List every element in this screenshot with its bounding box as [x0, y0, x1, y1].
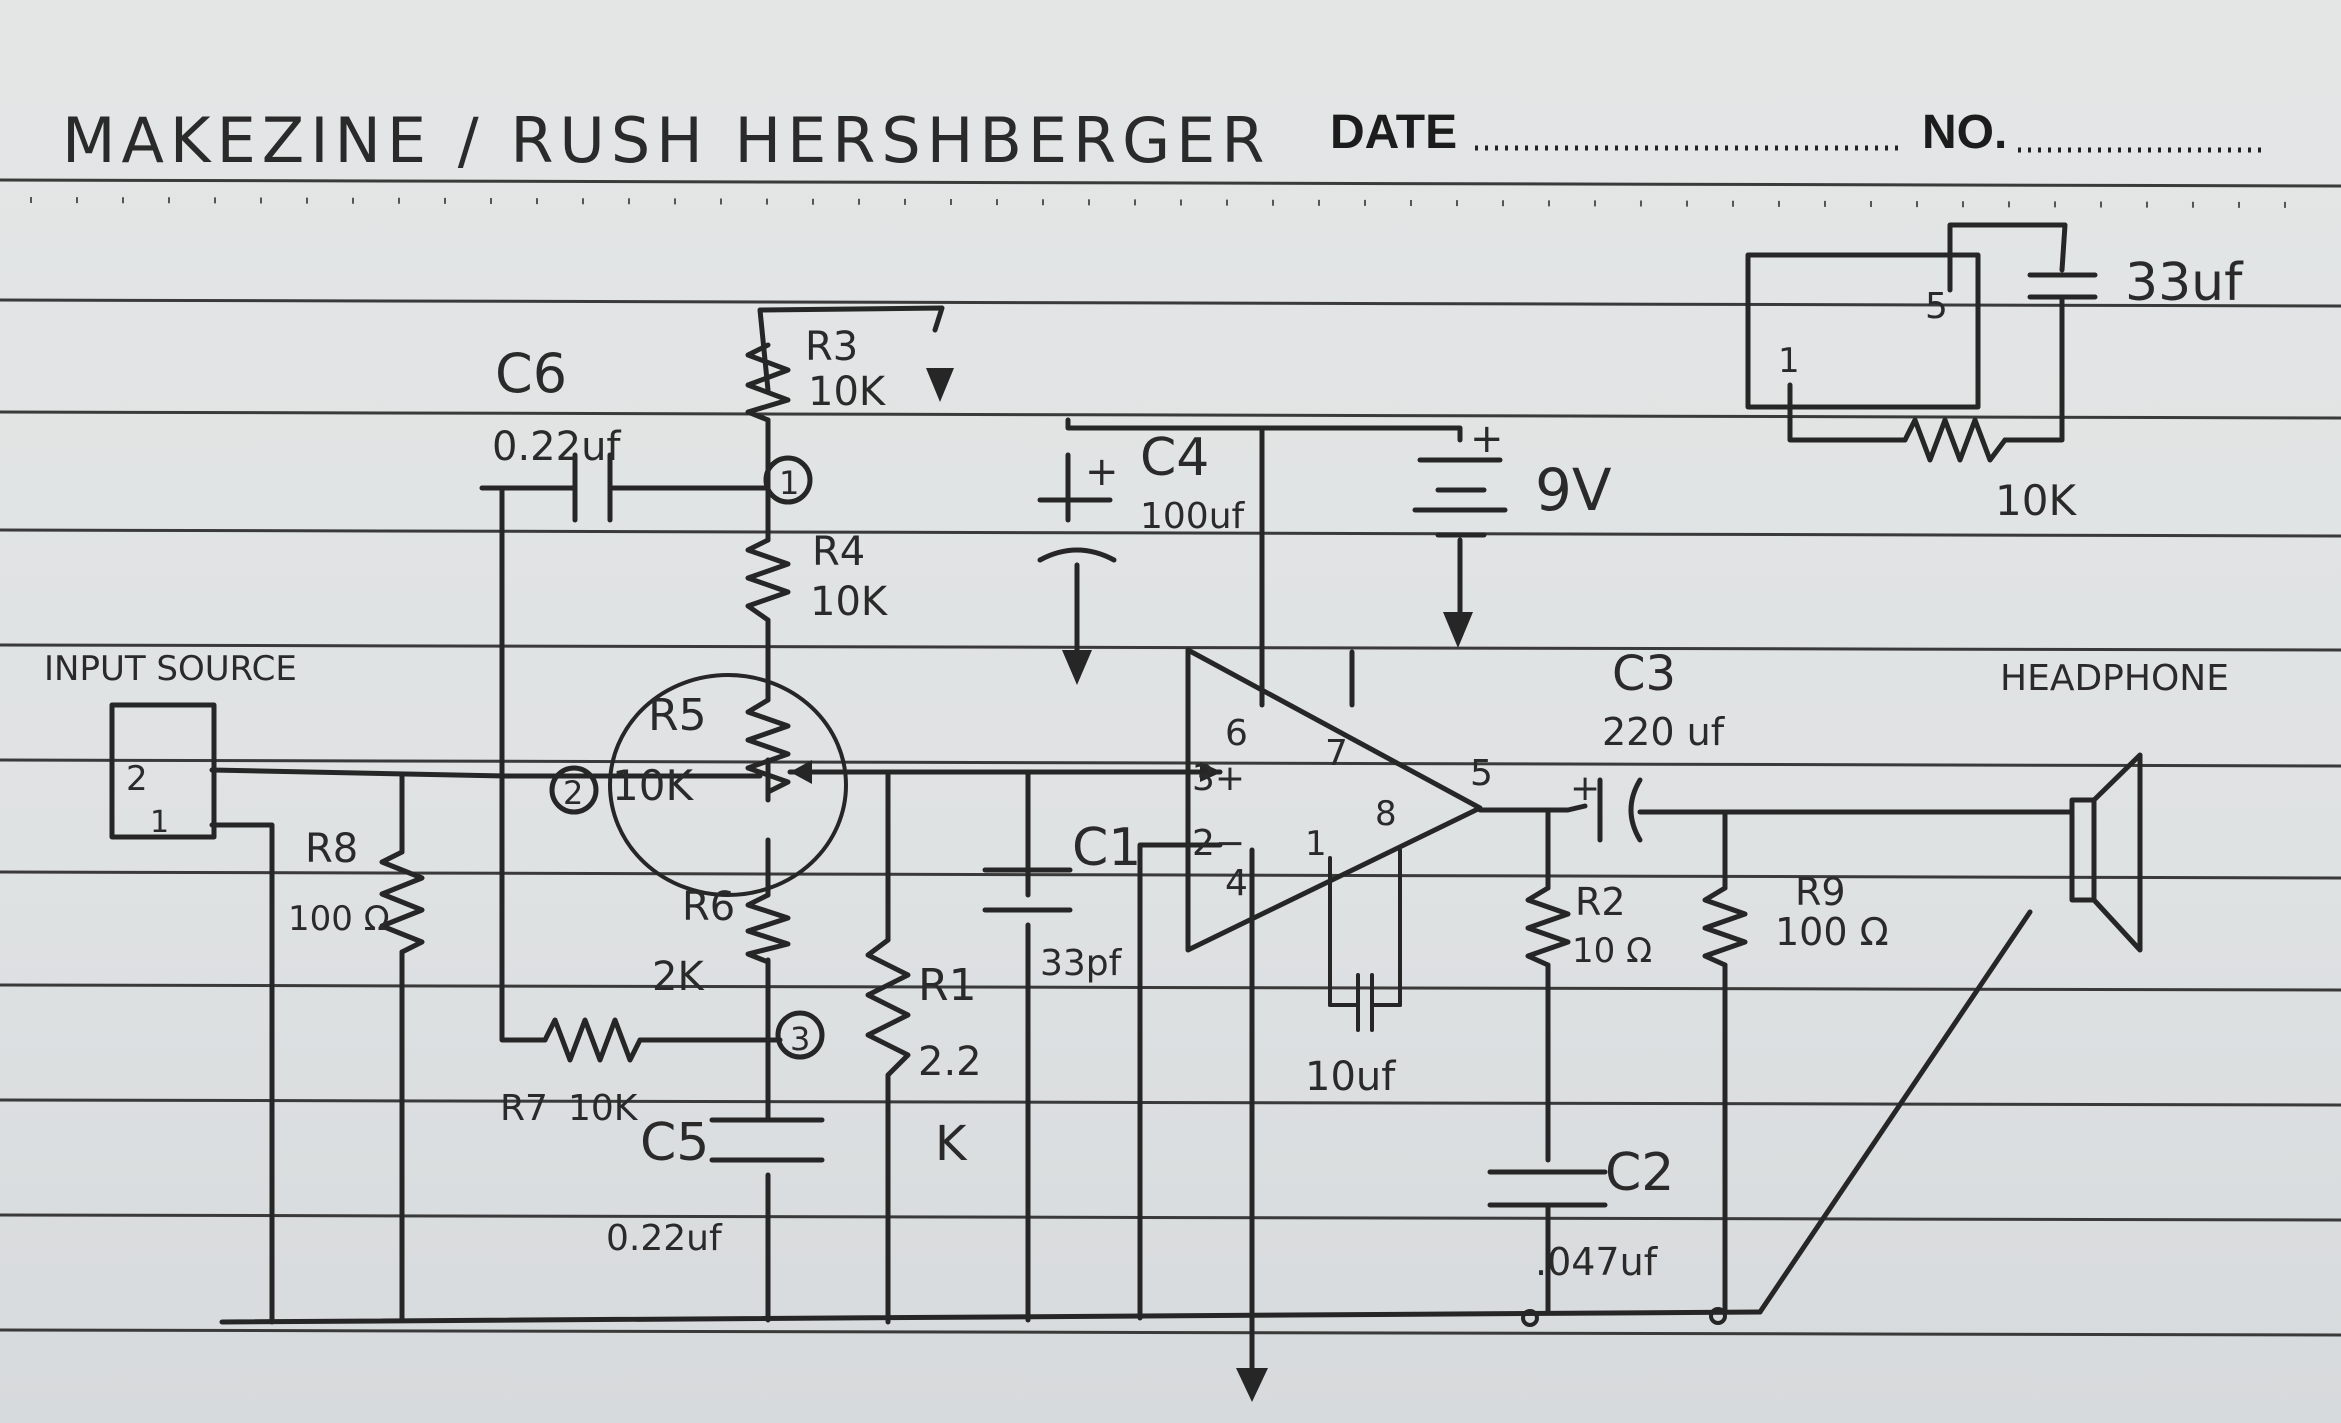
c4-value: 100uf	[1140, 496, 1246, 537]
headphone-label: HEADPHONE	[2000, 658, 2229, 699]
jack-pin-1: 1	[150, 805, 169, 840]
c6-name: C6	[495, 342, 567, 405]
c4-capacitor	[1037, 497, 1117, 563]
r3-value: 10K	[808, 369, 887, 415]
header-title: MAKEZINE / RUSH HERSHBERGER	[62, 104, 1270, 177]
inset-cap-value: 33uf	[2125, 253, 2244, 313]
r1-resistor	[865, 937, 911, 1093]
r5-name: R5	[648, 690, 707, 741]
r9-resistor	[1702, 885, 1748, 968]
node-3-marker	[775, 1010, 825, 1060]
headphone-speaker-icon	[2069, 752, 2143, 953]
r3-ground-arrow	[926, 368, 954, 402]
r1-value: 2.2	[918, 1039, 982, 1085]
battery-label: 9V	[1535, 456, 1612, 524]
r8-resistor	[379, 849, 425, 955]
r4-name: R4	[812, 529, 865, 575]
c1-capacitor	[982, 867, 1073, 913]
inset-pin-1: 1	[1778, 341, 1800, 381]
ruled-lines	[0, 178, 2341, 1337]
r6-value: 2K	[652, 954, 705, 1000]
wires	[209, 305, 2075, 1402]
op-amp-triangle	[1185, 647, 1483, 953]
r5-potentiometer	[745, 697, 791, 795]
bypass-capacitor	[1356, 973, 1374, 1032]
pin-4: 4	[1225, 863, 1248, 904]
battery-9v	[1412, 457, 1508, 538]
pin-7: 7	[1325, 733, 1348, 774]
r7-name: R7	[500, 1088, 548, 1129]
input-jack: 2 1	[109, 702, 217, 840]
battery-plus: +	[1470, 416, 1504, 462]
c4-plus: +	[1085, 449, 1119, 495]
node-2-marker	[549, 765, 599, 815]
r4-resistor	[745, 537, 791, 623]
date-label: DATE	[1330, 106, 1457, 159]
inset-res-value: 10K	[1995, 476, 2077, 525]
c3-name: C3	[1612, 646, 1676, 702]
node-1-label: 1	[779, 464, 799, 502]
c5-name: C5	[640, 1113, 709, 1173]
c2-value: .047uf	[1535, 1240, 1659, 1284]
inset-pin-5: 5	[1925, 286, 1948, 327]
c5-value: 0.22uf	[606, 1218, 723, 1259]
r2-name: R2	[1575, 880, 1626, 924]
pin-3: 3+	[1192, 758, 1245, 799]
c2-name: C2	[1605, 1143, 1674, 1203]
inset-variant	[1745, 222, 2098, 463]
bypass-value: 10uf	[1305, 1054, 1396, 1100]
r3-resistor	[745, 342, 791, 423]
r5-wiper	[790, 760, 812, 784]
c4-name: C4	[1140, 428, 1209, 488]
node-1-marker	[763, 455, 813, 505]
r6-name: R6	[682, 884, 735, 930]
jack-pin-2: 2	[126, 759, 148, 799]
r2-value: 10 Ω	[1572, 931, 1652, 971]
c5-capacitor	[709, 1117, 825, 1163]
r5-highlight-circle	[608, 673, 848, 897]
pin-2: 2−	[1192, 823, 1245, 864]
r4-value: 10K	[810, 579, 889, 625]
pin-8: 8	[1375, 794, 1397, 834]
c1-value: 33pf	[1040, 943, 1123, 984]
node-2-label: 2	[563, 774, 583, 812]
c3-value: 220 uf	[1602, 710, 1726, 754]
node-3-label: 3	[790, 1020, 810, 1058]
r6-resistor	[745, 892, 791, 965]
c1-name: C1	[1072, 818, 1141, 878]
c6-value: 0.22uf	[492, 424, 621, 470]
r9-value: 100 Ω	[1775, 910, 1889, 954]
pin-6: 6	[1225, 713, 1248, 754]
no-label: NO.	[1922, 106, 2007, 159]
r7-value: 10K	[568, 1088, 639, 1129]
r5-value: 10K	[612, 761, 694, 810]
r7-resistor	[542, 1017, 643, 1063]
r8-name: R8	[305, 826, 358, 872]
r2-resistor	[1525, 885, 1571, 968]
pin-1: 1	[1305, 824, 1327, 864]
r1-value-unit: K	[935, 1116, 968, 1172]
r8-value: 100 Ω	[288, 899, 390, 939]
input-source-label: INPUT SOURCE	[44, 649, 297, 689]
c6-capacitor	[572, 452, 613, 523]
c2-capacitor	[1487, 1169, 1608, 1208]
c3-plus: +	[1570, 768, 1600, 809]
r9-name: R9	[1795, 870, 1846, 914]
pin-5: 5	[1470, 753, 1493, 794]
r3-name: R3	[805, 324, 858, 370]
c3-capacitor	[1597, 777, 1643, 843]
junction-dots	[1521, 1307, 1727, 1327]
r1-name: R1	[918, 960, 977, 1011]
